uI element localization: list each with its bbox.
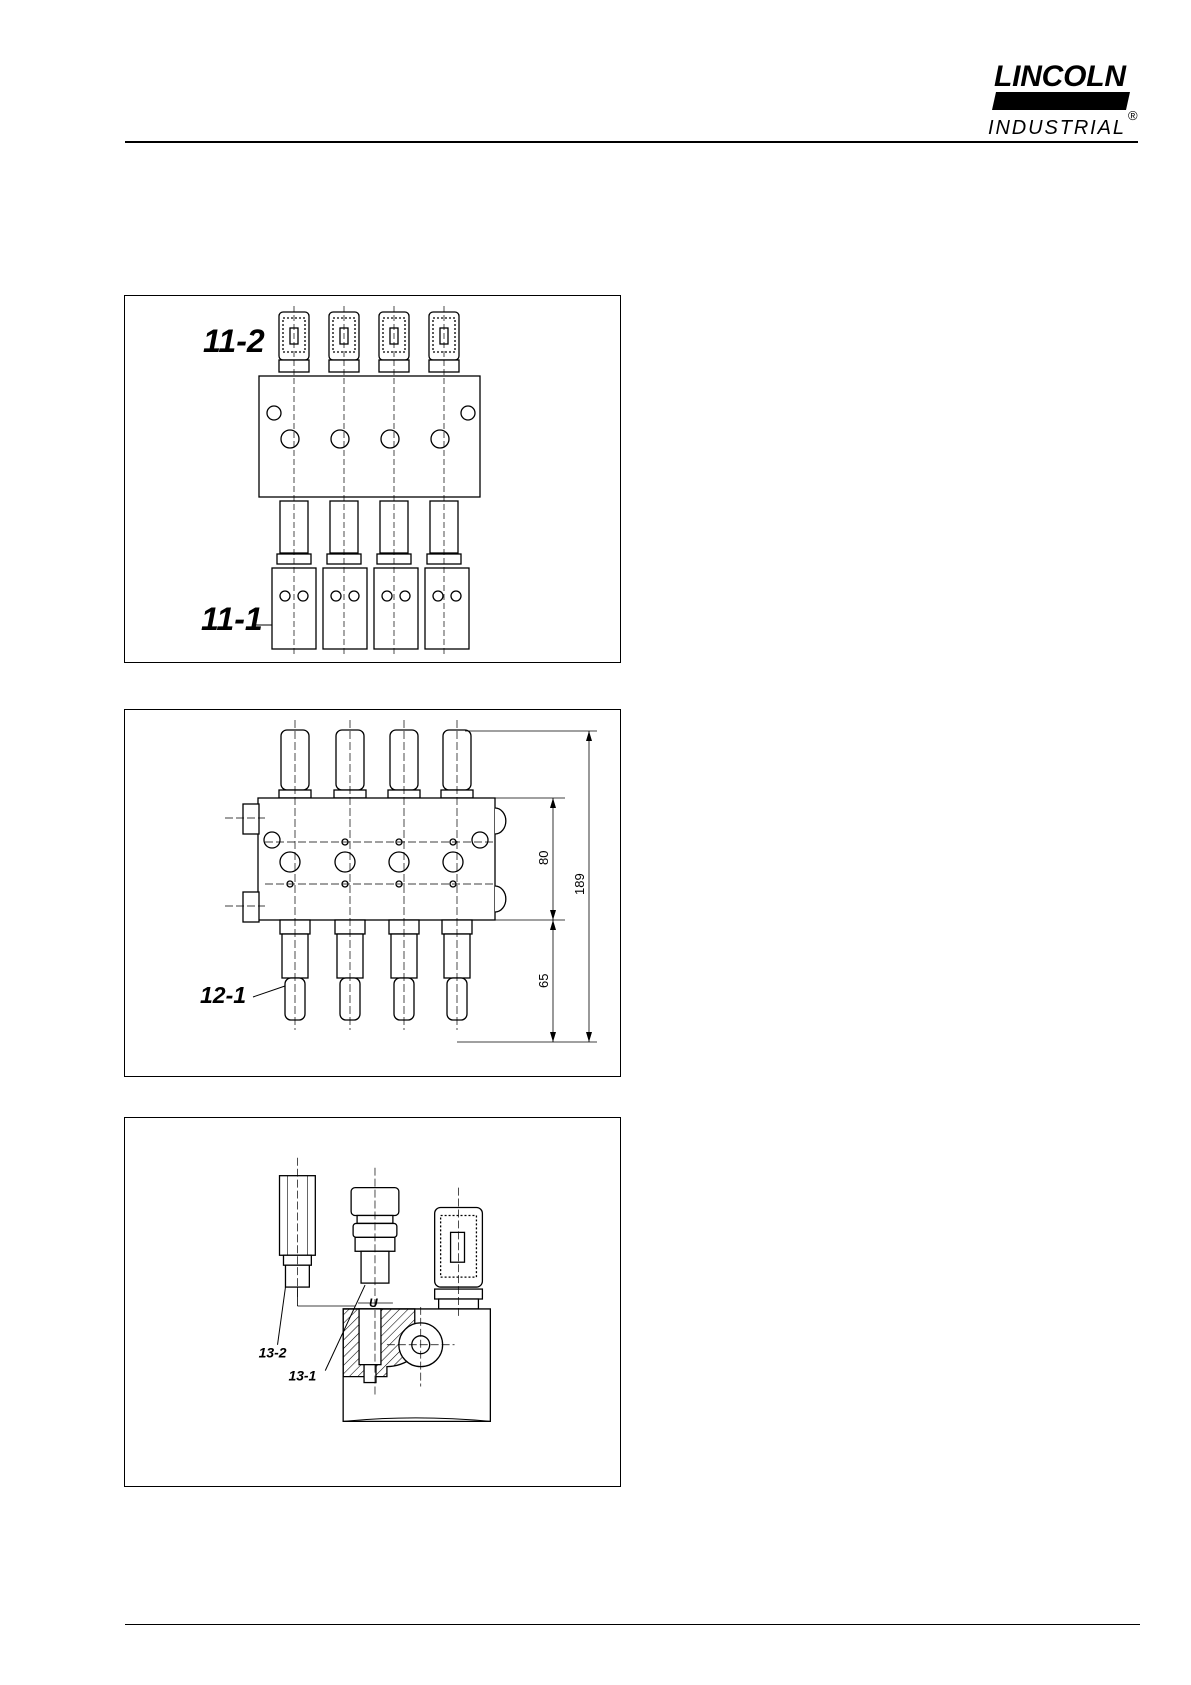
registered-mark: ®: [1128, 108, 1138, 123]
dimension-189: 189: [572, 873, 587, 895]
figure-13-drawing: U 13-2 13-1: [125, 1118, 620, 1484]
lincoln-industrial-logo: LINCOLN INDUSTRIAL ®: [986, 62, 1142, 138]
footer-rule: [125, 1624, 1140, 1625]
logo-wordmark: LINCOLN: [994, 62, 1127, 93]
callout-12-1: 12-1: [200, 982, 246, 1008]
figure-12: 80 189 65 12-1: [124, 709, 621, 1077]
figure-11: 11-2 11-1: [124, 295, 621, 663]
logo-bar: [992, 92, 1130, 110]
figure-12-drawing: 80 189 65 12-1: [125, 710, 620, 1076]
callout-13-2: 13-2: [259, 1345, 287, 1361]
logo-subtitle: INDUSTRIAL: [988, 117, 1124, 138]
callout-11-2: 11-2: [203, 323, 265, 359]
dimension-65: 65: [536, 974, 551, 988]
callout-13-1: 13-1: [288, 1368, 316, 1384]
dimension-u: U: [369, 1296, 378, 1310]
dimension-80: 80: [536, 851, 551, 865]
header-rule: [125, 141, 1138, 143]
callout-11-1: 11-1: [201, 601, 263, 637]
figure-11-drawing: 11-2 11-1: [125, 296, 620, 662]
figure-13: U 13-2 13-1: [124, 1117, 621, 1487]
